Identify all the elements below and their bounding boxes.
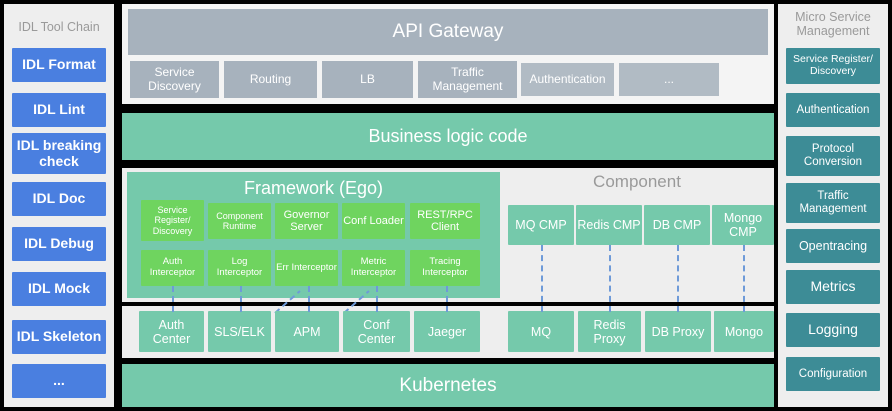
component-title: Component — [593, 172, 681, 191]
infra-right-item-2[interactable]: Redis Proxy — [578, 311, 641, 352]
idl-tool-item-2[interactable]: IDL Lint — [12, 93, 106, 127]
connector-line-4 — [376, 286, 378, 312]
infra-left-item-1[interactable]: Auth Center — [139, 311, 204, 352]
component-item-2[interactable]: Redis CMP — [576, 205, 642, 245]
micro-service-item-5[interactable]: Opentracing — [786, 229, 880, 263]
idl-tool-chain-title: IDL Tool Chain — [18, 20, 100, 34]
framework-interceptor-3[interactable]: Err Interceptor — [275, 250, 338, 286]
api-gateway-item-6[interactable]: ... — [619, 63, 719, 96]
micro-service-item-6[interactable]: Metrics — [786, 270, 880, 304]
api-gateway-item-3[interactable]: LB — [322, 61, 413, 98]
connector-line-2 — [240, 286, 242, 312]
idl-tool-item-6[interactable]: IDL Mock — [12, 272, 106, 306]
api-gateway-item-4[interactable]: Traffic Management — [418, 61, 517, 98]
micro-service-item-3[interactable]: Protocol Conversion — [786, 136, 880, 176]
micro-service-management-title: Micro Service Management — [795, 10, 871, 39]
connector-line-1 — [172, 286, 174, 312]
micro-service-item-7[interactable]: Logging — [786, 313, 880, 347]
api-gateway-item-2[interactable]: Routing — [224, 61, 317, 98]
business-logic-code-bar: Business logic code — [122, 113, 774, 160]
idl-tool-item-5[interactable]: IDL Debug — [12, 227, 106, 261]
micro-service-item-2[interactable]: Authentication — [786, 93, 880, 127]
idl-tool-item-3[interactable]: IDL breaking check — [12, 133, 106, 174]
framework-module-4[interactable]: Conf Loader — [342, 203, 405, 239]
framework-module-2[interactable]: Component Runtime — [208, 203, 271, 239]
framework-interceptor-5[interactable]: Tracing Interceptor — [410, 250, 480, 286]
micro-service-item-4[interactable]: Traffic Management — [786, 183, 880, 223]
idl-tool-item-4[interactable]: IDL Doc — [12, 182, 106, 216]
infra-right-item-1[interactable]: MQ — [508, 311, 574, 352]
api-gateway-header: API Gateway — [128, 9, 768, 55]
connector-line-6 — [541, 245, 543, 312]
infra-right-item-3[interactable]: DB Proxy — [645, 311, 711, 352]
infra-left-item-3[interactable]: APM — [275, 311, 339, 352]
kubernetes-bar: Kubernetes — [122, 364, 774, 407]
framework-module-1[interactable]: Service Register/ Discovery — [141, 200, 204, 241]
component-item-1[interactable]: MQ CMP — [508, 205, 574, 245]
connector-line-9 — [743, 245, 745, 312]
infra-left-item-2[interactable]: SLS/ELK — [208, 311, 271, 352]
api-gateway-item-1[interactable]: Service Discovery — [130, 61, 219, 98]
idl-tool-item-7[interactable]: IDL Skeleton — [12, 320, 106, 354]
connector-line-3 — [308, 286, 310, 312]
component-item-4[interactable]: Mongo CMP — [712, 205, 774, 245]
framework-interceptor-4[interactable]: Metric Interceptor — [342, 250, 405, 286]
framework-interceptor-2[interactable]: Log Interceptor — [208, 250, 271, 286]
connector-line-8 — [677, 245, 679, 312]
component-item-3[interactable]: DB CMP — [644, 205, 710, 245]
idl-tool-item-1[interactable]: IDL Format — [12, 48, 106, 82]
framework-ego-title: Framework (Ego) — [243, 178, 384, 198]
micro-service-item-1[interactable]: Service Register/ Discovery — [786, 48, 880, 84]
infra-left-item-4[interactable]: Conf Center — [343, 311, 410, 352]
framework-module-5[interactable]: REST/RPC Client — [410, 203, 480, 239]
micro-service-item-8[interactable]: Configuration — [786, 357, 880, 391]
framework-interceptor-1[interactable]: Auth Interceptor — [141, 250, 204, 286]
connector-line-7 — [609, 245, 611, 312]
framework-module-3[interactable]: Governor Server — [275, 203, 338, 239]
connector-line-5 — [446, 286, 448, 312]
infra-right-item-4[interactable]: Mongo — [714, 311, 774, 352]
infra-left-item-5[interactable]: Jaeger — [414, 311, 480, 352]
api-gateway-item-5[interactable]: Authentication — [521, 63, 614, 96]
idl-tool-item-8[interactable]: ... — [12, 364, 106, 398]
